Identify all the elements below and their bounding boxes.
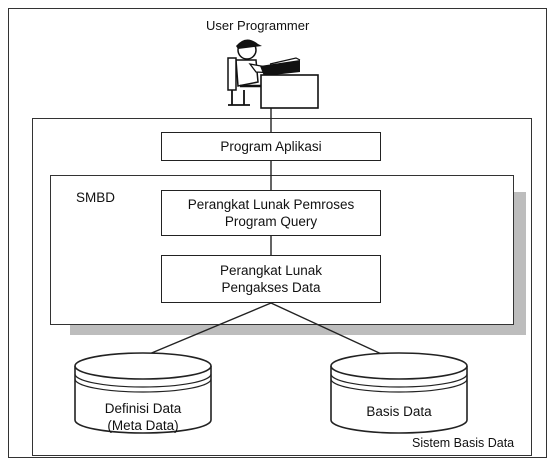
basis-data-label: Basis Data xyxy=(366,404,432,419)
query-processor-box: Perangkat Lunak Pemroses Program Query xyxy=(161,190,381,236)
connector-access-db xyxy=(270,302,389,358)
meta-data-line1: Definisi Data xyxy=(104,401,182,416)
sistem-basis-data-label: Sistem Basis Data xyxy=(412,436,515,450)
program-aplikasi-box: Program Aplikasi xyxy=(161,132,381,161)
program-aplikasi-label: Program Aplikasi xyxy=(220,139,322,154)
query-processor-line2: Program Query xyxy=(224,214,318,229)
user-programmer-label: User Programmer xyxy=(206,18,310,33)
data-access-line1: Perangkat Lunak xyxy=(219,263,323,278)
meta-data-line2: (Meta Data) xyxy=(107,418,179,433)
meta-data-cylinder xyxy=(74,352,212,434)
query-processor-line1: Perangkat Lunak Pemroses xyxy=(187,197,355,212)
data-access-line2: Pengakses Data xyxy=(221,280,321,295)
connector-access-meta xyxy=(141,302,272,358)
basis-data-cylinder xyxy=(330,352,468,434)
sistem-basis-data-frame xyxy=(32,118,532,456)
outer-frame xyxy=(8,8,547,458)
smbd-label: SMBD xyxy=(76,190,116,205)
data-access-box: Perangkat Lunak Pengakses Data xyxy=(161,255,381,303)
user-programmer-icon xyxy=(227,39,319,109)
meta-data-label: Definisi Data (Meta Data) xyxy=(75,400,211,434)
